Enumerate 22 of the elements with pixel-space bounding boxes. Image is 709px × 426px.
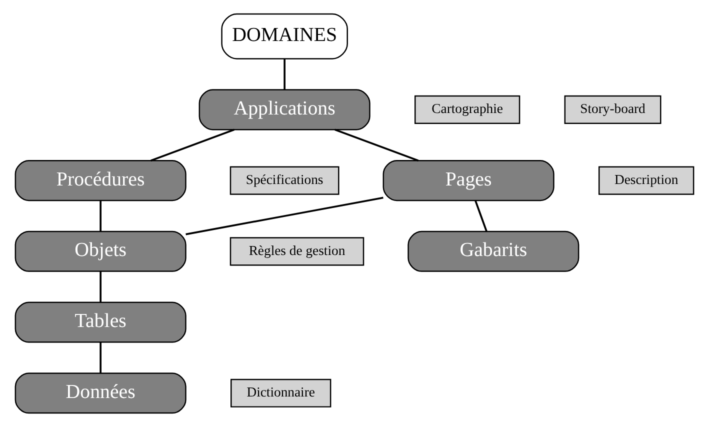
connector — [100, 270, 102, 302]
node-box: Applications — [198, 88, 370, 130]
connector — [186, 196, 384, 235]
node-box: Tables — [14, 301, 186, 342]
connector — [284, 58, 286, 90]
node-box: Dictionnaire — [230, 378, 332, 407]
connector — [100, 200, 102, 232]
connector — [150, 128, 235, 162]
node-box: Story-board — [564, 94, 662, 124]
node-box: Objets — [14, 230, 186, 272]
node-box: DOMAINES — [221, 12, 348, 59]
node-box: Procédures — [14, 160, 186, 201]
connector — [474, 200, 488, 232]
node-box: Description — [598, 166, 694, 194]
node-box: Gabarits — [408, 230, 580, 272]
connector — [100, 342, 102, 373]
node-box: Règles de gestion — [230, 236, 364, 266]
connector — [334, 128, 419, 162]
node-box: Données — [14, 372, 186, 414]
node-box: Cartographie — [414, 94, 520, 124]
node-box: Spécifications — [230, 166, 340, 194]
node-box: Pages — [382, 160, 554, 201]
